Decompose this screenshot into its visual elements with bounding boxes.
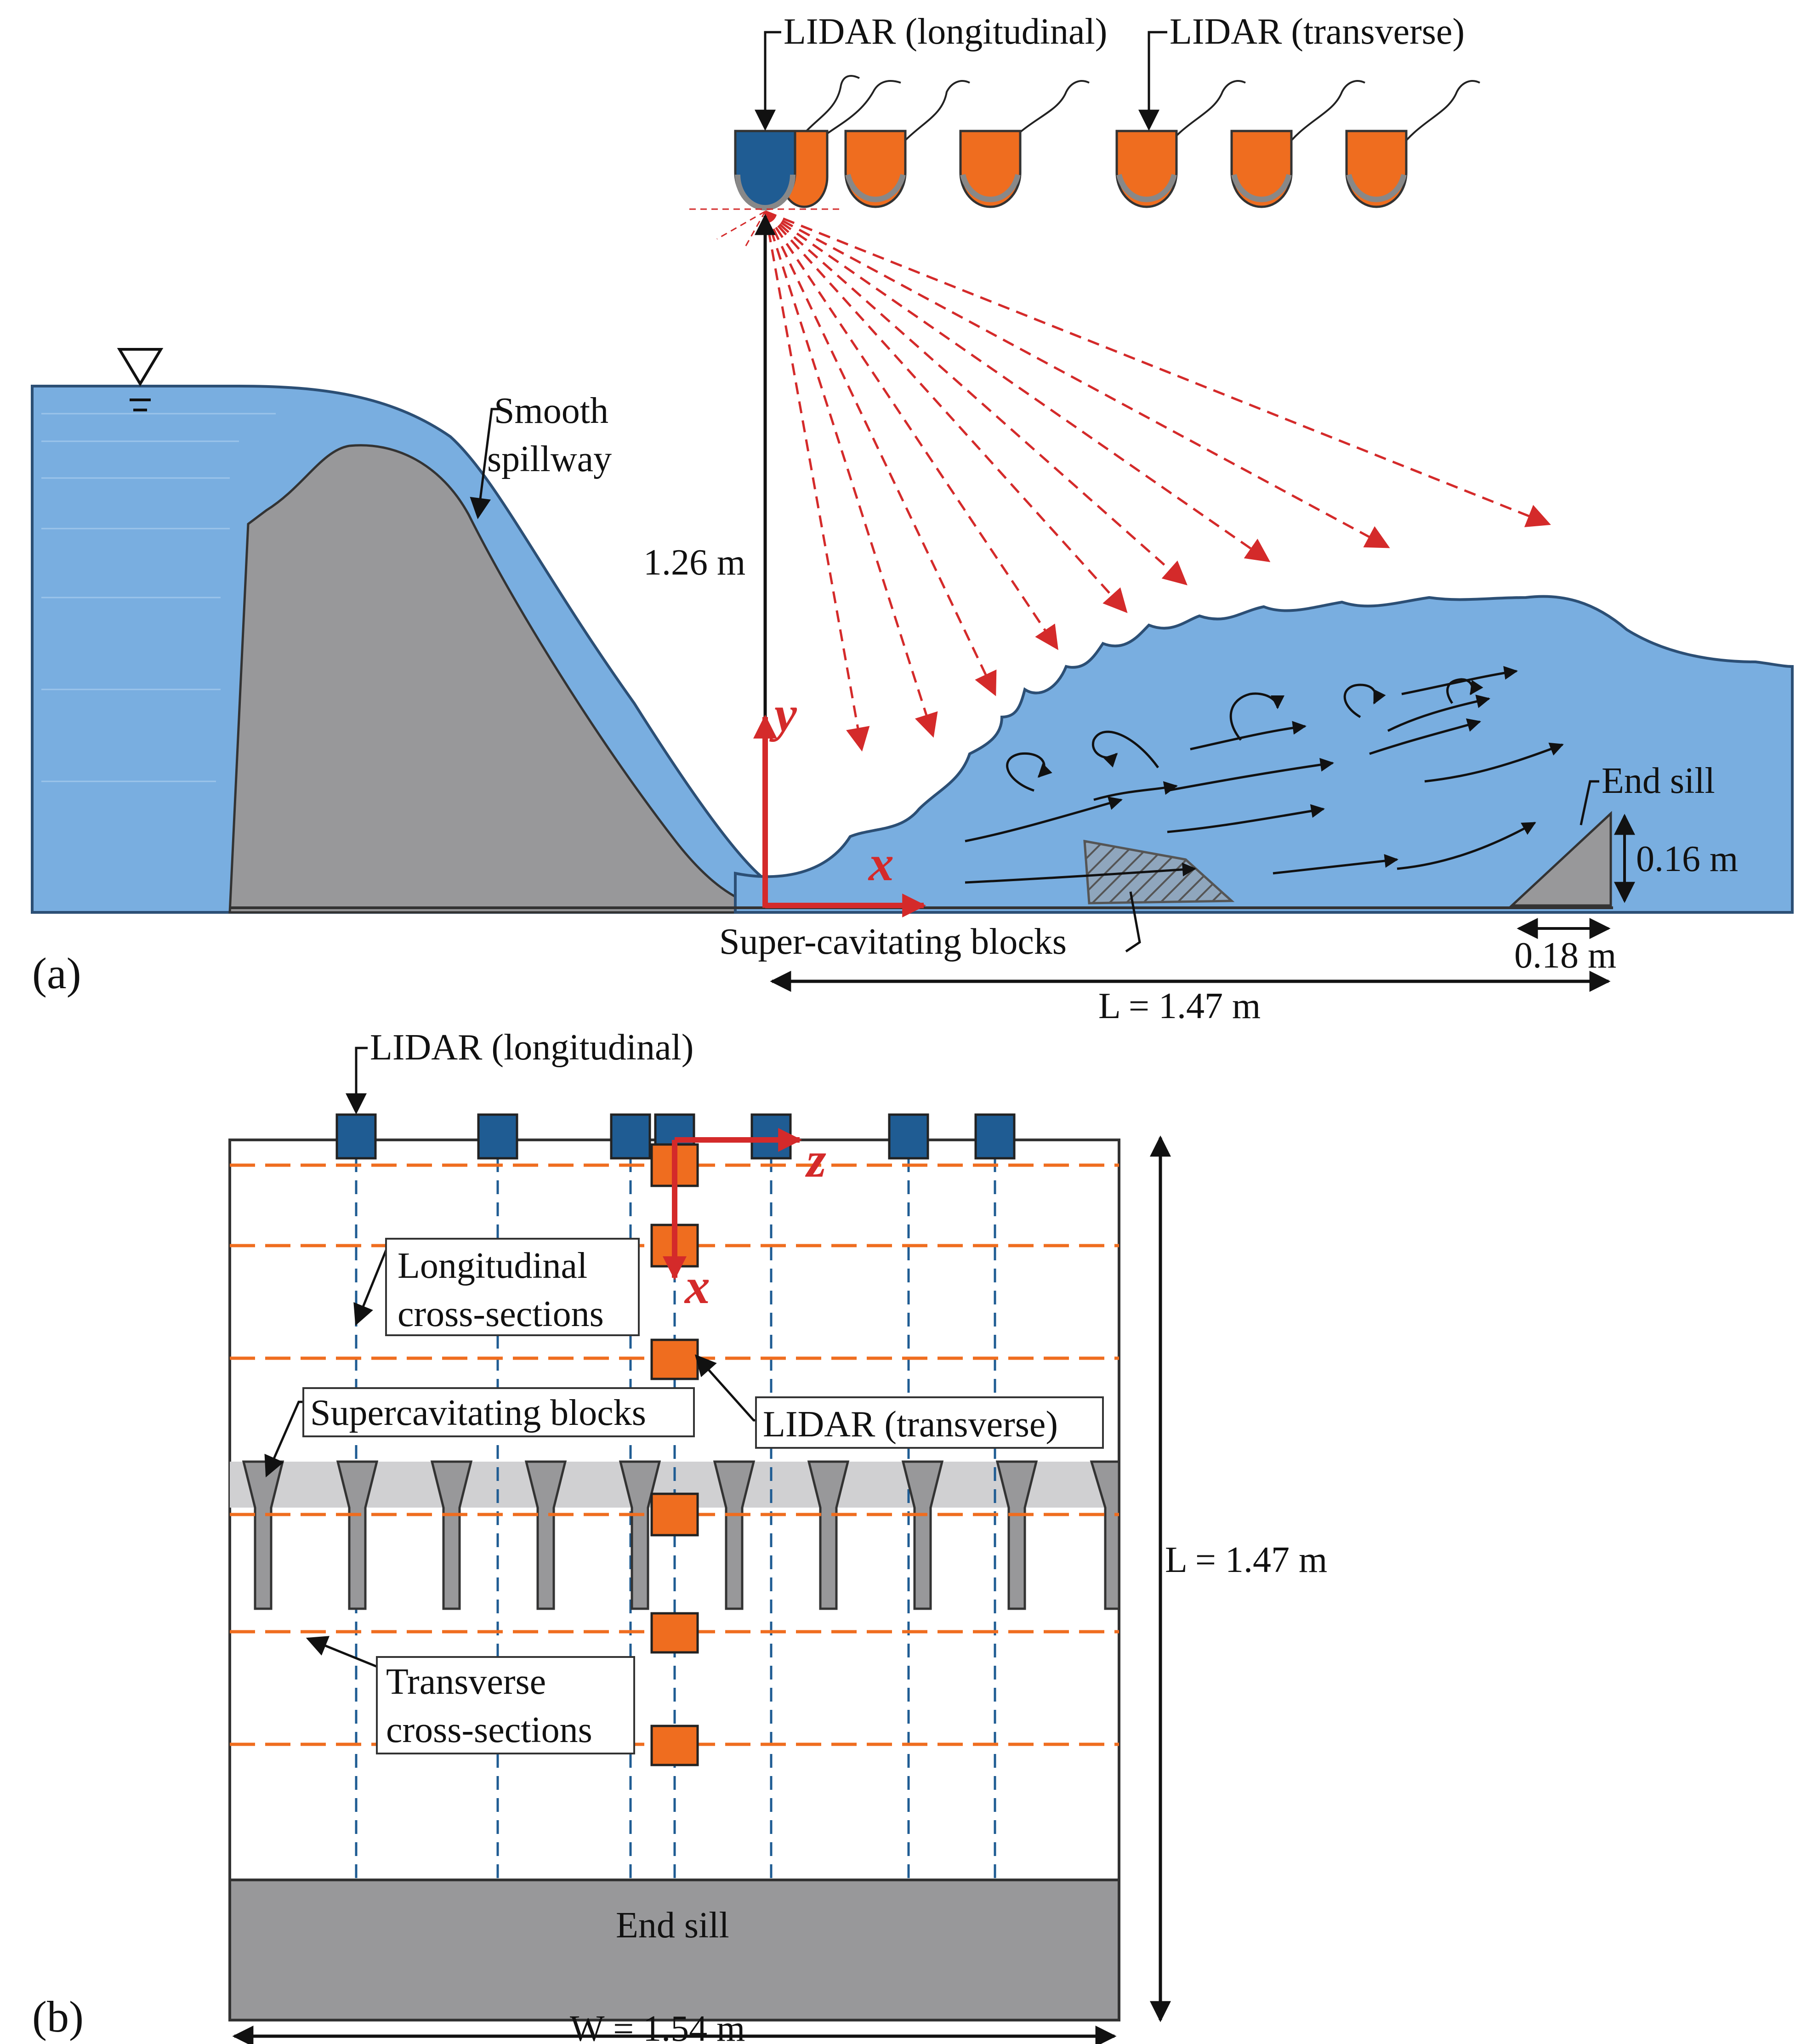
laser-rays <box>689 208 1551 752</box>
panel-label-b: (b) <box>32 1992 84 2041</box>
x-axis-label: x <box>868 835 894 891</box>
water-texture <box>41 413 276 782</box>
transverse-label-line1: Transverse <box>386 1662 546 1702</box>
lidar-transverse-label-a: LIDAR (transverse) <box>1170 11 1465 52</box>
width-dimension-label: W = 1.54 m <box>570 2009 745 2044</box>
end-sill-label-a: End sill <box>1602 761 1715 801</box>
transverse-label-line2: cross-sections <box>386 1710 592 1750</box>
sensor-housing <box>1115 130 1178 208</box>
sensor-housing <box>1345 130 1408 208</box>
lidar-longitudinal-label-a: LIDAR (longitudinal) <box>784 11 1107 52</box>
lidar-transverse-sensors <box>780 130 1408 208</box>
sensor-caps <box>845 174 1407 202</box>
water-level-symbol <box>117 348 164 411</box>
sensor-housing <box>959 130 1022 208</box>
smooth-spillway-label-2: spillway <box>487 439 612 479</box>
spillway-concrete <box>228 444 764 914</box>
label-boxes <box>302 1238 1104 1754</box>
height-dimension-label: 1.26 m <box>643 542 745 583</box>
length-dimension-label-b: L = 1.47 m <box>1165 1540 1327 1580</box>
vortex-swirls <box>1006 678 1483 792</box>
flow-arrows <box>965 666 1564 884</box>
transverse-label-box <box>376 1656 635 1754</box>
supercavitating-blocks-plan <box>242 1460 1120 1610</box>
sensor-housing <box>1230 130 1293 208</box>
leader-lines <box>470 31 1599 953</box>
end-sill-plan <box>228 1879 1120 2021</box>
panel-a: (a) LIDAR (longitudinal) LIDAR (transver… <box>31 11 1794 1026</box>
sill-length-label: 0.18 m <box>1514 935 1616 976</box>
sensor-housing <box>844 130 907 208</box>
end-sill-label-b: End sill <box>616 1905 729 1946</box>
supercavitating-blocks-label-a: Super-cavitating blocks <box>719 922 1067 962</box>
longitudinal-label-line2: cross-sections <box>398 1294 604 1334</box>
longitudinal-label-line1: Longitudinal <box>398 1246 587 1286</box>
lidar-sensors-row <box>734 75 1480 211</box>
panel-b: (b) LIDAR (longitudinal) z x Longitudina… <box>32 1027 1327 2044</box>
longitudinal-label-box <box>385 1238 640 1336</box>
end-sill-profile <box>1509 811 1612 907</box>
length-dimension-label-a: L = 1.47 m <box>1098 986 1261 1026</box>
lidar-transverse-label-b: LIDAR (transverse) <box>763 1404 1058 1445</box>
lidar-transverse-label-box <box>755 1396 1104 1449</box>
stilling-basin-water <box>734 595 1794 914</box>
x-axis-label-b: x <box>684 1258 710 1314</box>
z-axis-label: z <box>805 1132 826 1188</box>
sill-height-label: 0.16 m <box>1636 839 1738 879</box>
smooth-spillway-label: Smooth <box>494 391 608 431</box>
y-axis-label: y <box>769 686 797 742</box>
lidar-longitudinal-label-b: LIDAR (longitudinal) <box>370 1027 693 1068</box>
supercavitating-label-b: Supercavitating blocks <box>310 1393 646 1433</box>
panel-label-a: (a) <box>32 949 81 998</box>
sensor-cap-blue <box>735 174 796 211</box>
supercavitating-label-box <box>302 1387 695 1437</box>
sensor-cables <box>790 75 1480 159</box>
